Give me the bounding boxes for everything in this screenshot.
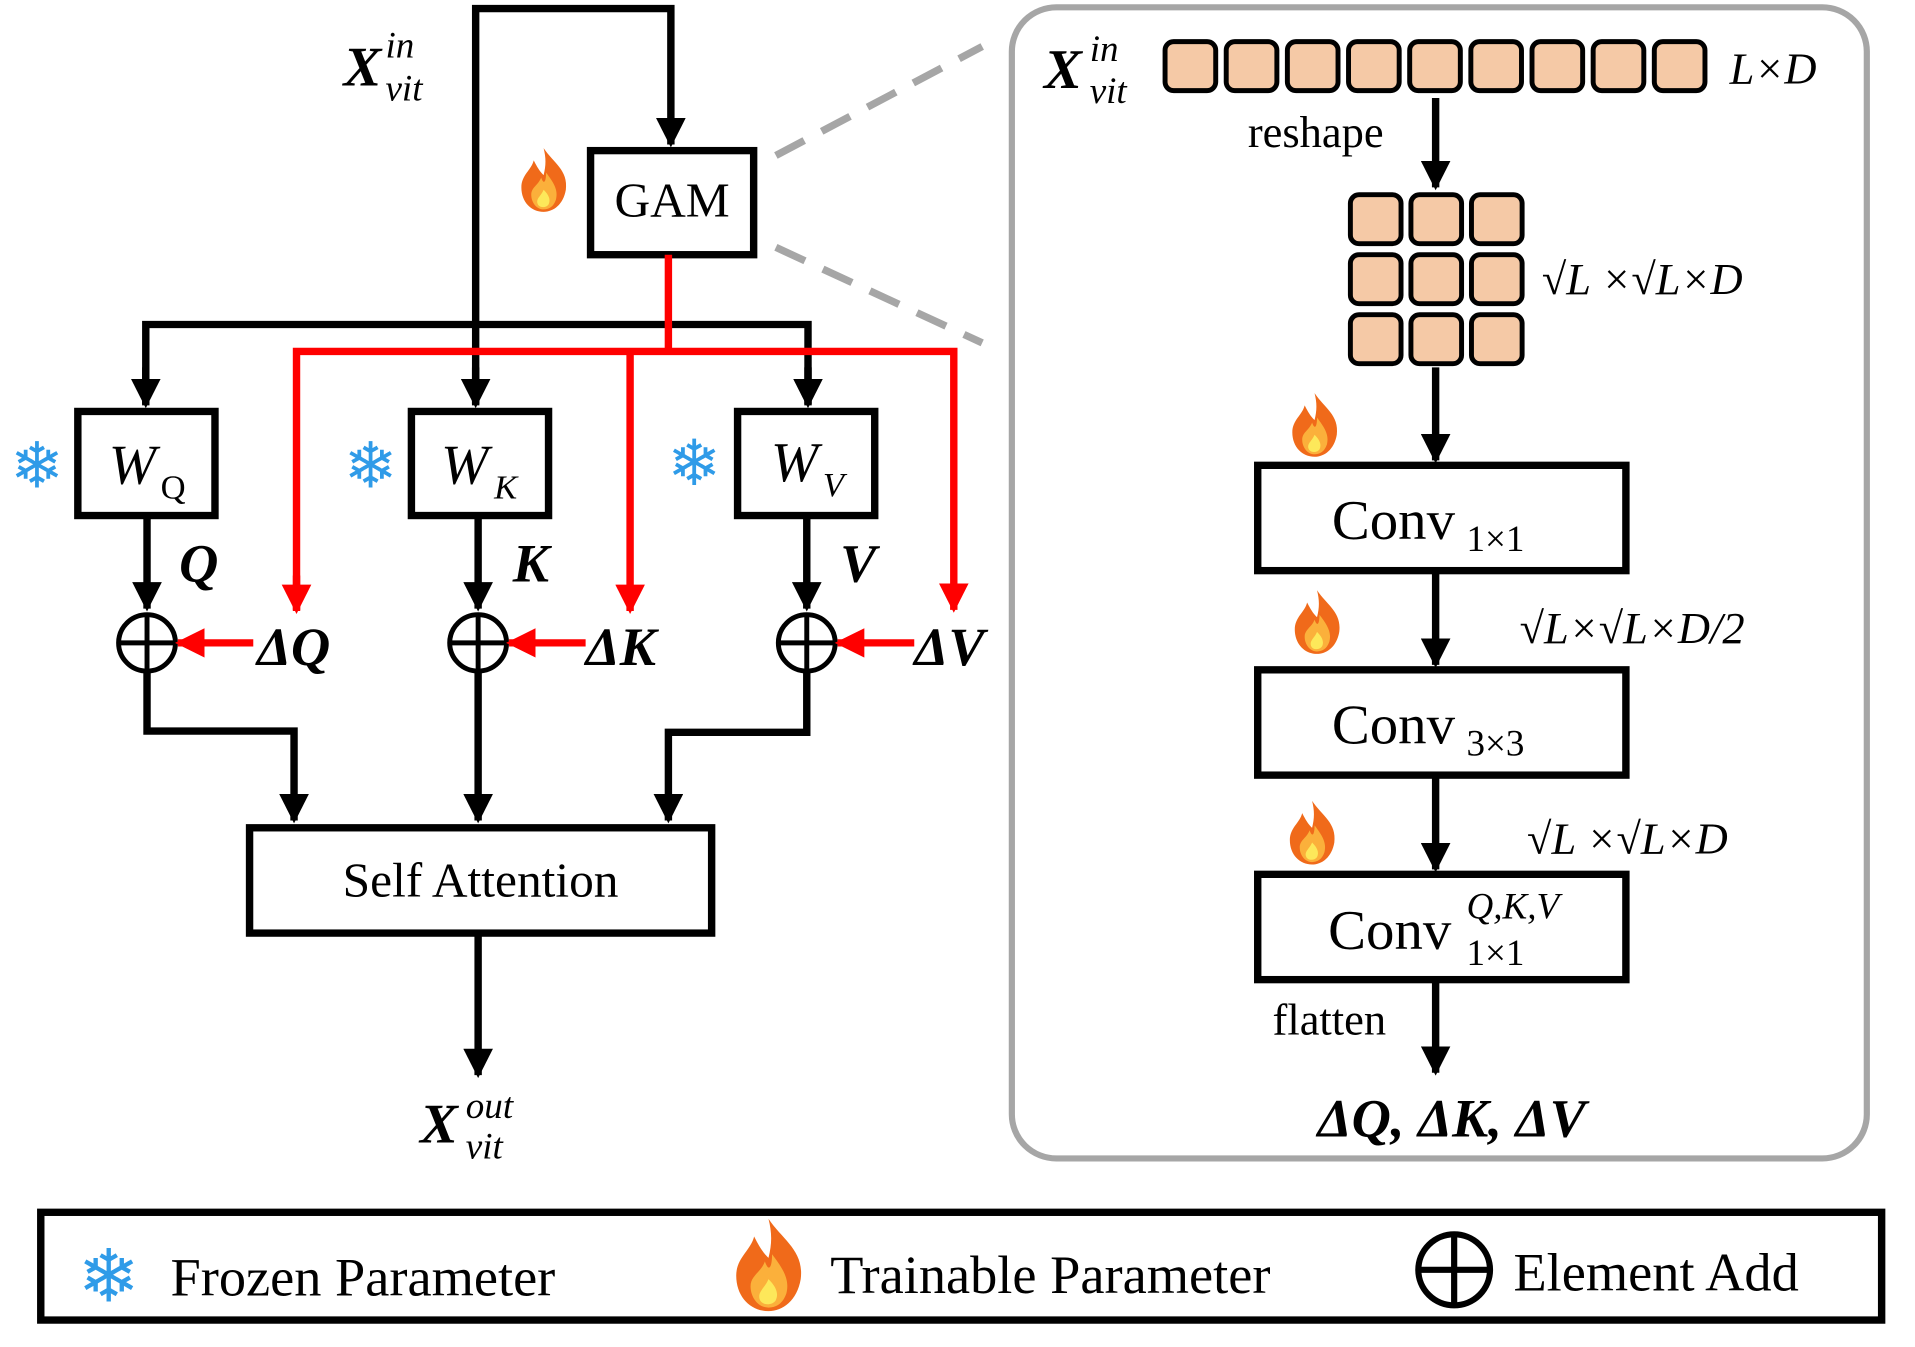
snowflake-icon: ❄ — [667, 427, 721, 501]
svg-text:W: W — [771, 432, 823, 494]
svg-text:W: W — [109, 435, 161, 497]
token-square — [1408, 192, 1465, 247]
svg-text:3×3: 3×3 — [1467, 723, 1525, 764]
input-path — [471, 4, 686, 405]
svg-text:ΔV: ΔV — [912, 617, 988, 677]
wk-block: ❄ W K K ΔK — [344, 407, 660, 677]
svg-text:K: K — [512, 534, 553, 594]
conv2-output-dims: √L ×√L×D — [1527, 815, 1728, 864]
token-square — [1468, 252, 1525, 307]
x-vit-in-label-detail: X in vit — [1042, 28, 1128, 110]
svg-text:X: X — [418, 1094, 459, 1156]
svg-text:Q,K,V: Q,K,V — [1467, 886, 1564, 927]
svg-text:V: V — [840, 534, 880, 594]
token-square — [1347, 192, 1404, 247]
circle-plus-icon — [1415, 1231, 1494, 1309]
x-vit-out-label: X out vit — [418, 1085, 514, 1166]
token-square — [1346, 39, 1402, 94]
attention-input-paths — [143, 671, 811, 824]
token-square — [1468, 39, 1524, 94]
legend: ❄ Frozen Parameter Trainable Parameter E… — [37, 1208, 1886, 1324]
svg-text:GAM: GAM — [614, 173, 729, 228]
x-vit-in-label: X in vit — [341, 25, 423, 109]
conv3x3-box — [1254, 666, 1630, 779]
token-square — [1347, 312, 1404, 367]
svg-text:X: X — [1042, 39, 1083, 101]
token-square — [1347, 252, 1404, 307]
svg-text:Conv: Conv — [1332, 490, 1456, 552]
svg-text:W: W — [441, 435, 493, 497]
token-grid — [1347, 192, 1525, 367]
snowflake-icon: ❄ — [78, 1234, 140, 1320]
svg-text:out: out — [466, 1085, 514, 1126]
legend-element-add: Element Add — [1513, 1243, 1798, 1303]
token-square — [1468, 192, 1525, 247]
token-square — [1284, 39, 1341, 94]
gam-delta-paths — [281, 254, 969, 614]
delta-qkv-output: ΔQ, ΔK, ΔV — [1316, 1089, 1590, 1149]
token-square — [1529, 39, 1586, 94]
self-attention-box — [245, 824, 716, 937]
token-square — [1590, 39, 1647, 94]
legend-frozen: Frozen Parameter — [170, 1248, 555, 1308]
token-square — [1162, 39, 1219, 94]
snowflake-icon: ❄ — [10, 430, 64, 504]
token-square — [1468, 312, 1525, 367]
token-square — [1407, 39, 1463, 94]
svg-text:Q: Q — [161, 469, 186, 507]
qv-input-path — [142, 320, 812, 405]
conv-qkv-box — [1254, 870, 1630, 984]
svg-text:K: K — [493, 469, 519, 507]
svg-text:vit: vit — [1090, 70, 1128, 111]
gam-box — [586, 146, 758, 259]
svg-text:in: in — [385, 25, 414, 66]
token-square — [1651, 39, 1708, 94]
svg-text:V: V — [823, 466, 848, 504]
wv-block: ❄ W V V ΔV — [667, 407, 989, 677]
svg-text:ΔQ: ΔQ — [255, 617, 330, 677]
snowflake-icon: ❄ — [344, 430, 398, 504]
token-square — [1223, 39, 1280, 94]
grid-dims-label: √L ×√L×D — [1542, 255, 1743, 304]
svg-text:vit: vit — [466, 1126, 504, 1167]
svg-text:Q: Q — [179, 534, 218, 594]
svg-text:1×1: 1×1 — [1467, 932, 1525, 973]
token-square — [1408, 312, 1465, 367]
wq-block: ❄ W Q Q ΔQ — [10, 407, 330, 677]
zoom-guide-top — [774, 43, 984, 159]
legend-trainable: Trainable Parameter — [830, 1245, 1270, 1305]
svg-text:Conv: Conv — [1328, 900, 1452, 962]
svg-text:vit: vit — [385, 68, 423, 109]
token-square — [1408, 252, 1465, 307]
conv1x1-box — [1254, 461, 1630, 575]
conv1-output-dims: √L×√L×D/2 — [1520, 604, 1745, 653]
token-dims-label: L×D — [1729, 44, 1817, 93]
svg-text:Self Attention: Self Attention — [343, 853, 619, 908]
fire-icon — [521, 148, 567, 212]
svg-text:X: X — [341, 37, 382, 99]
reshape-label: reshape — [1248, 108, 1384, 157]
flatten-label: flatten — [1273, 996, 1387, 1045]
zoom-guide-bottom — [774, 244, 984, 347]
svg-text:in: in — [1090, 28, 1119, 69]
svg-text:Conv: Conv — [1332, 695, 1456, 757]
svg-text:ΔK: ΔK — [584, 617, 660, 677]
svg-text:1×1: 1×1 — [1467, 518, 1525, 559]
token-sequence — [1162, 39, 1708, 94]
